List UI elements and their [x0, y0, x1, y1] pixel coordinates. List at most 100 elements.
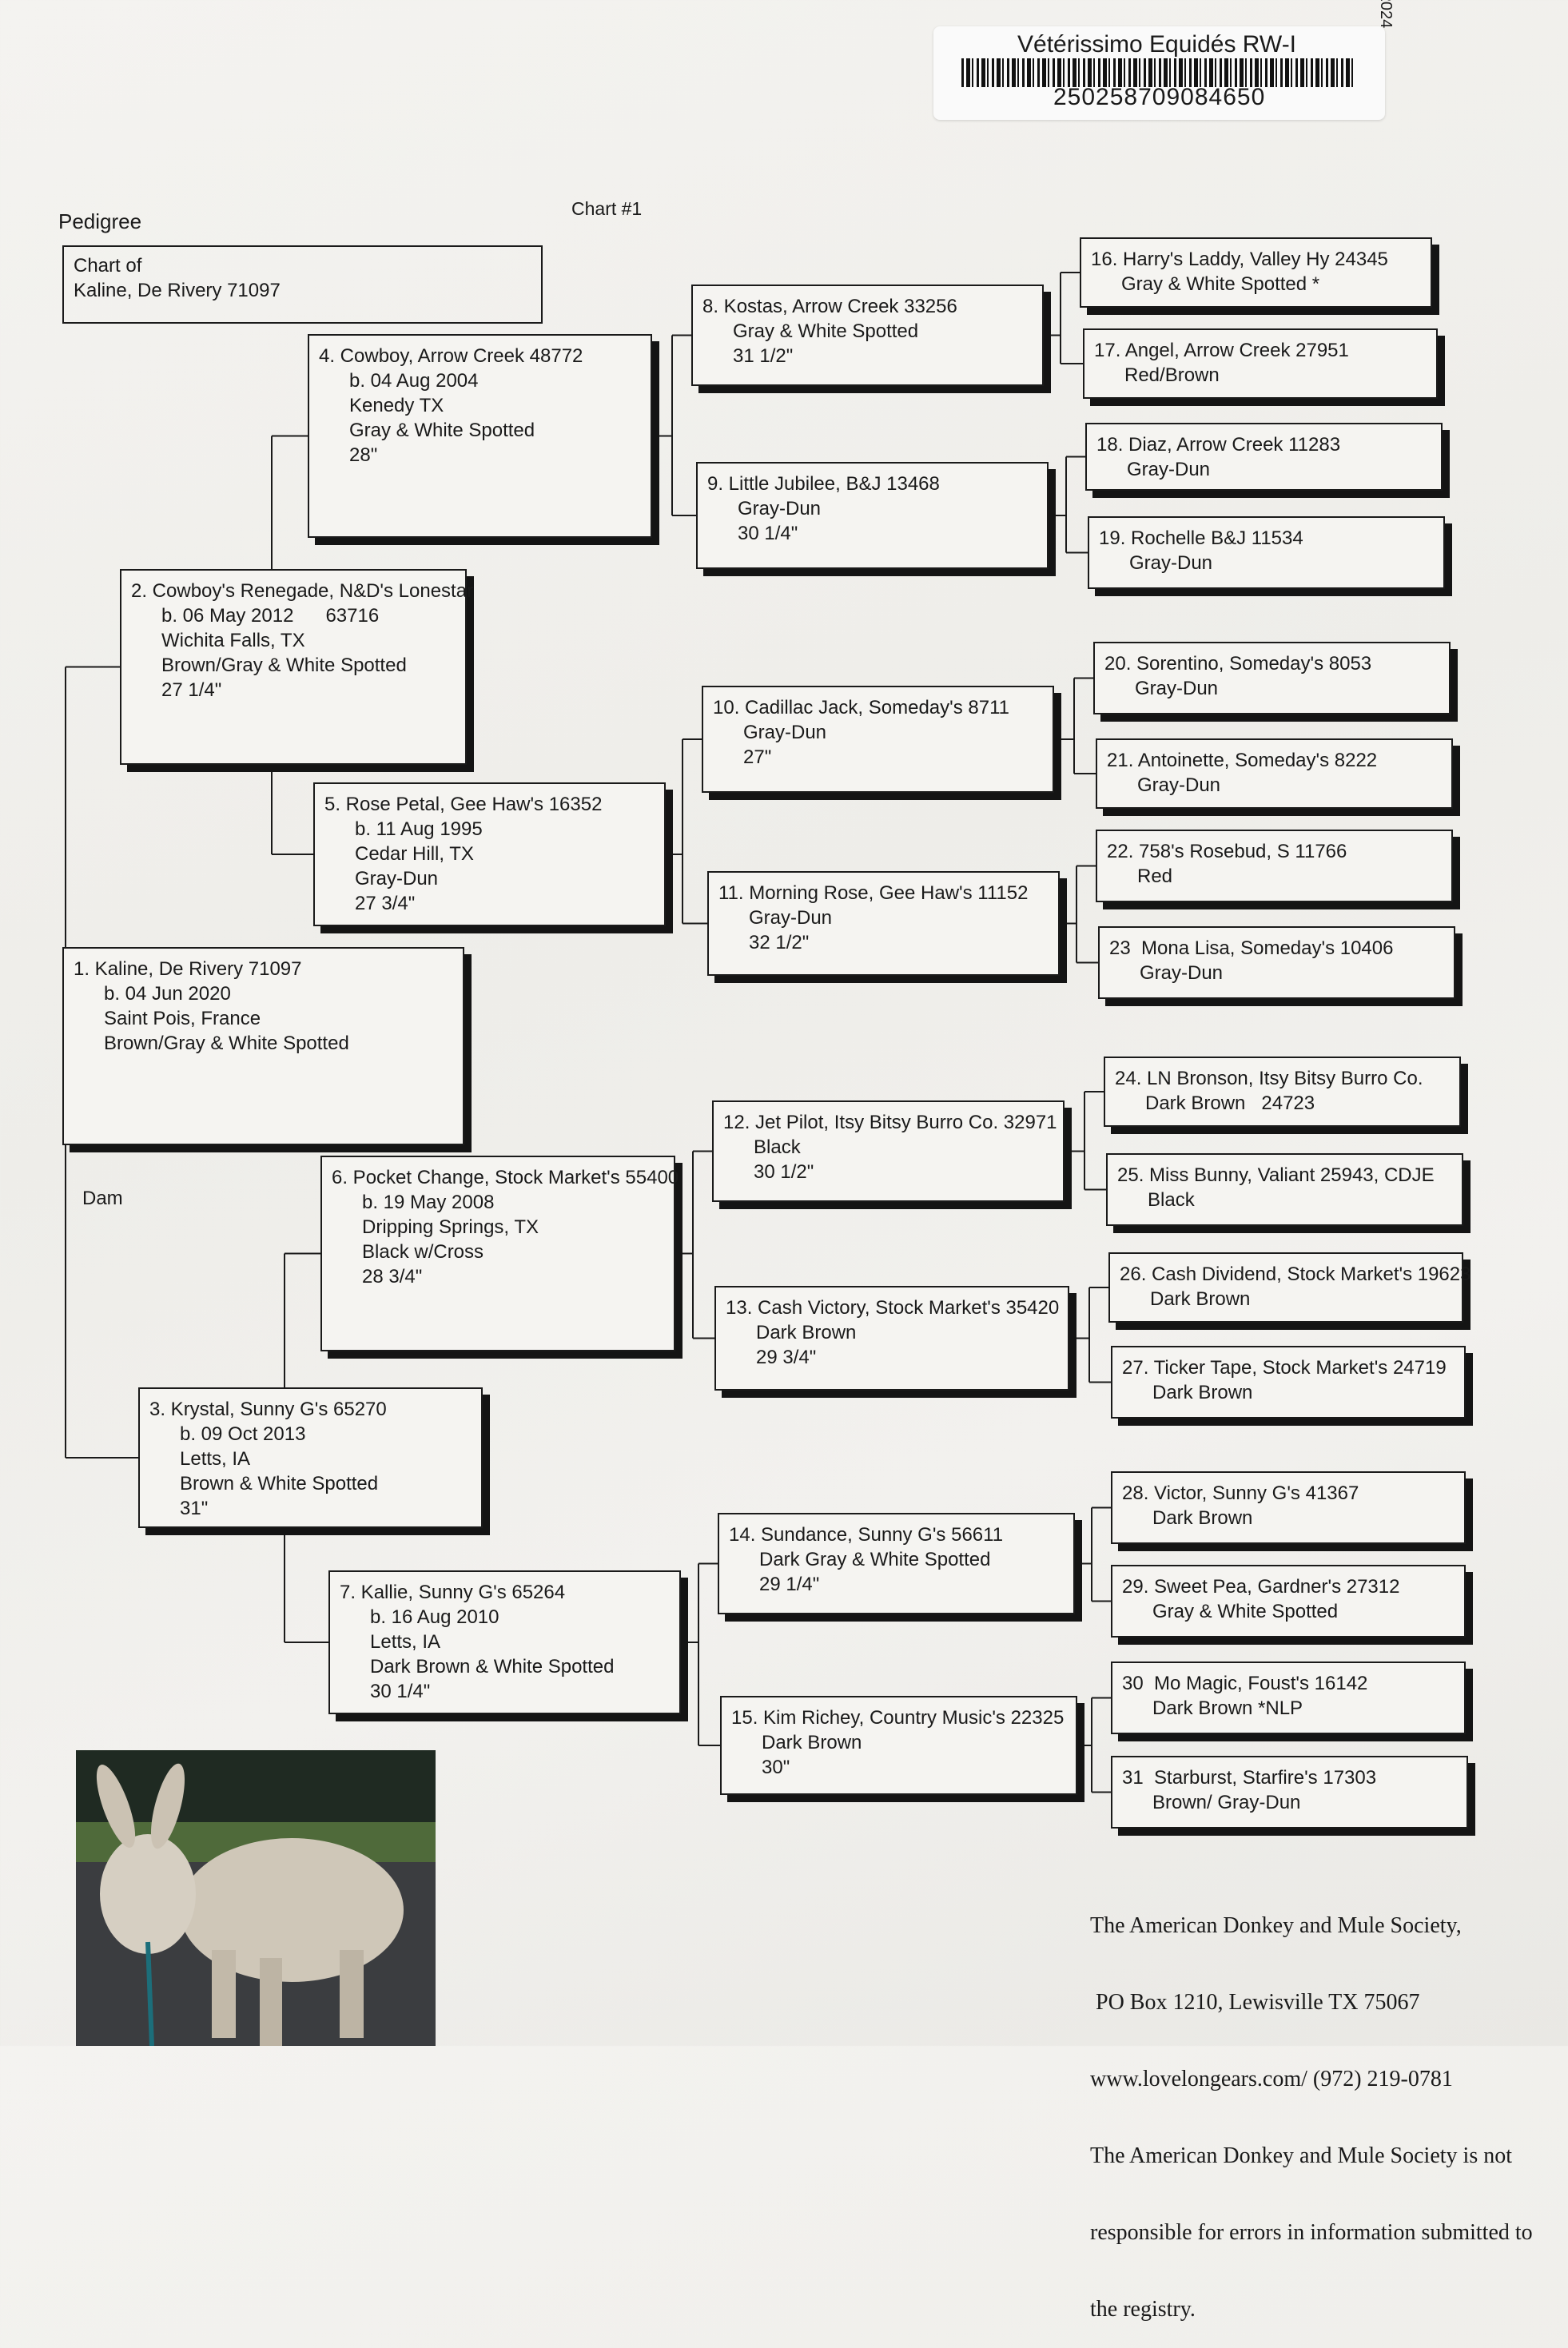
- animal-name: 31 Starburst, Starfire's 17303: [1122, 1767, 1377, 1789]
- animal-detail: 31 1/2": [733, 345, 794, 367]
- animal-name: 21. Antoinette, Someday's 8222: [1107, 750, 1378, 771]
- pedigree-box-24: 24. LN Bronson, Itsy Bitsy Burro Co. Dark…: [1104, 1057, 1461, 1127]
- footer-line: www.lovelongears.com/ (972) 219-0781: [1090, 2067, 1453, 2091]
- animal-detail: 31": [180, 1498, 209, 1519]
- animal-name: 12. Jet Pilot, Itsy Bitsy Burro Co. 3297…: [723, 1112, 1057, 1133]
- animal-detail: Letts, IA: [370, 1631, 441, 1653]
- animal-name: 3. Krystal, Sunny G's 65270: [149, 1399, 387, 1420]
- animal-detail: Dark Brown: [1150, 1288, 1251, 1310]
- barcode: [961, 58, 1353, 87]
- label-title: Vétérissimo Equidés RW-I: [1017, 31, 1297, 58]
- animal-detail: Cedar Hill, TX: [355, 843, 474, 865]
- footer-line: PO Box 1210, Lewisville TX 75067: [1090, 1990, 1420, 2015]
- footer-line: responsible for errors in information su…: [1090, 2220, 1533, 2245]
- animal-detail: Brown/Gray & White Spotted: [161, 655, 407, 676]
- animal-detail: Dark Brown 24723: [1145, 1092, 1315, 1114]
- pedigree-box-6: 6. Pocket Change, Stock Market's 55400 b.…: [320, 1156, 679, 1351]
- chart-number: Chart #1: [571, 198, 643, 219]
- animal-detail: Brown/ Gray-Dun: [1152, 1792, 1301, 1813]
- footer-line: The American Donkey and Mule Society,: [1090, 1913, 1462, 1938]
- animal-detail: 28": [349, 444, 378, 466]
- animal-detail: Gray-Dun: [743, 722, 827, 743]
- animal-detail: Gray-Dun: [1140, 962, 1224, 984]
- animal-detail: b. 11 Aug 1995: [355, 818, 483, 840]
- animal-detail: Black: [1148, 1189, 1195, 1211]
- animal-name: 25. Miss Bunny, Valiant 25943, CDJE: [1117, 1164, 1435, 1186]
- animal-name: 26. Cash Dividend, Stock Market's 19623: [1120, 1264, 1471, 1285]
- animal-name: 10. Cadillac Jack, Someday's 8711: [713, 697, 1010, 718]
- animal-detail: Brown/Gray & White Spotted: [104, 1033, 349, 1054]
- animal-detail: 29 1/4": [759, 1574, 820, 1595]
- animal-detail: 27 3/4": [355, 893, 416, 914]
- animal-name: 8. Kostas, Arrow Creek 33256: [702, 296, 957, 317]
- animal-name: 17. Angel, Arrow Creek 27951: [1094, 340, 1349, 361]
- animal-detail: 32 1/2": [749, 932, 810, 953]
- animal-detail: Gray-Dun: [738, 498, 822, 519]
- animal-detail: Red: [1137, 866, 1173, 887]
- animal-detail: Gray-Dun: [355, 868, 439, 889]
- animal-detail: 27": [743, 746, 772, 768]
- animal-detail: Gray & White Spotted: [1152, 1601, 1339, 1622]
- animal-detail: 30 1/2": [754, 1161, 814, 1183]
- dam-label: Dam: [82, 1188, 123, 1209]
- society-footer: The American Donkey and Mule Society, PO…: [1090, 1862, 1533, 2348]
- animal-detail: b. 19 May 2008: [362, 1192, 495, 1213]
- animal-detail: Dark Gray & White Spotted: [759, 1549, 991, 1570]
- pedigree-box-5: 5. Rose Petal, Gee Haw's 16352 b. 11 Aug …: [313, 782, 666, 926]
- animal-name: 19. Rochelle B&J 11534: [1099, 527, 1303, 549]
- animal-detail: Red/Brown: [1124, 364, 1220, 386]
- animal-name: 7. Kallie, Sunny G's 65264: [340, 1582, 566, 1603]
- barcode-number: 250258709084650: [1053, 84, 1266, 110]
- animal-detail: 28 3/4": [362, 1266, 423, 1287]
- animal-name: 14. Sundance, Sunny G's 56611: [729, 1524, 1004, 1546]
- animal-detail: Saint Pois, France: [104, 1008, 261, 1029]
- animal-detail: b. 04 Aug 2004: [349, 370, 479, 392]
- animal-name: 6. Pocket Change, Stock Market's 55400: [332, 1167, 679, 1188]
- animal-detail: 30 1/4": [738, 523, 798, 544]
- donkey-photo: [76, 1750, 436, 2046]
- animal-detail: Black: [754, 1136, 801, 1158]
- animal-detail: 27 1/4": [161, 679, 222, 701]
- footer-line: the registry.: [1090, 2297, 1196, 2322]
- barcode-label: Vétérissimo Equidés RW-I 250258709084650…: [933, 0, 1395, 120]
- animal-name: 5. Rose Petal, Gee Haw's 16352: [324, 794, 603, 815]
- animal-detail: b. 09 Oct 2013: [180, 1423, 306, 1445]
- animal-name: 16. Harry's Laddy, Valley Hy 24345: [1091, 249, 1388, 270]
- animal-name: 11. Morning Rose, Gee Haw's 11152: [718, 882, 1029, 904]
- animal-detail: Brown & White Spotted: [180, 1473, 379, 1494]
- animal-detail: Dark Brown: [1152, 1507, 1253, 1529]
- animal-name: 13. Cash Victory, Stock Market's 35420: [726, 1297, 1060, 1319]
- animal-detail: Gray & White Spotted: [349, 420, 535, 441]
- animal-detail: Gray-Dun: [1127, 459, 1211, 480]
- label-date: 04/2024: [1376, 0, 1395, 34]
- animal-detail: Gray-Dun: [1135, 678, 1219, 699]
- animal-name: 27. Ticker Tape, Stock Market's 24719: [1122, 1357, 1447, 1379]
- animal-name: 24. LN Bronson, Itsy Bitsy Burro Co.: [1115, 1068, 1423, 1089]
- animal-detail: Black w/Cross: [362, 1241, 484, 1263]
- animal-name: 28. Victor, Sunny G's 41367: [1122, 1482, 1359, 1504]
- animal-name: 2. Cowboy's Renegade, N&D's Lonestar: [131, 580, 474, 602]
- animal-name: 29. Sweet Pea, Gardner's 27312: [1122, 1576, 1400, 1598]
- animal-detail: Dark Brown: [762, 1732, 862, 1753]
- animal-detail: Dark Brown: [1152, 1382, 1253, 1403]
